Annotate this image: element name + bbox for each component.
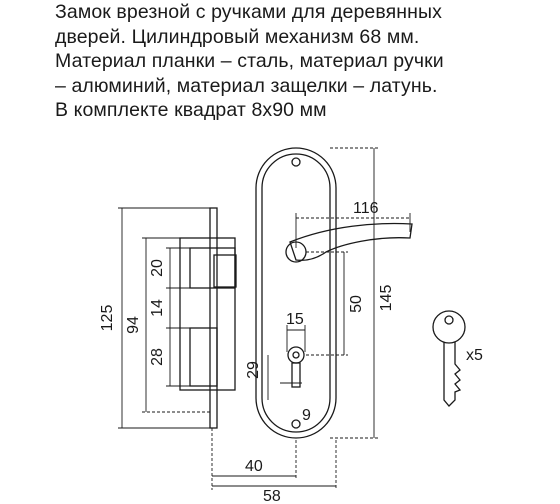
dim-plate-height: 145 (378, 285, 395, 312)
cylinder-icon (287, 346, 305, 364)
dim-body-height: 94 (125, 316, 142, 334)
description-line: дверей. Цилиндровый механизм 68 мм. (55, 25, 420, 48)
dim-bolt-height: 28 (149, 348, 166, 366)
dim-gap: 14 (149, 299, 166, 317)
latch (189, 247, 236, 289)
latch-spring (213, 254, 237, 288)
dim-backset: 40 (245, 458, 263, 475)
dim-total-depth: 58 (263, 488, 281, 504)
dim-total-height: 125 (99, 305, 116, 332)
dim-screw: 9 (302, 407, 311, 424)
bottom-screw-icon (291, 419, 301, 429)
cylinder-core (292, 351, 300, 359)
description-line: Материал планки – сталь, материал ручки (55, 50, 444, 73)
escutcheon-plate (255, 147, 337, 439)
lock-body (179, 237, 236, 391)
door-handle (289, 222, 413, 261)
product-description: Замок врезной с ручками для деревянных д… (55, 0, 555, 123)
description-line: – алюминий, материал защелки – латунь. (55, 74, 438, 97)
dim-spindle-to-cylinder: 50 (348, 295, 365, 313)
dim-lower-offset: 29 (245, 361, 262, 379)
dim-handle-length: 116 (353, 200, 379, 217)
cylinder-slot (291, 362, 301, 388)
description-line: Замок врезной с ручками для деревянных (55, 1, 442, 23)
dim-latch-height: 20 (149, 259, 166, 277)
dim-cylinder-width: 15 (286, 311, 304, 328)
front-plate (209, 207, 218, 429)
key-count-label: x5 (466, 347, 483, 364)
bolt (189, 327, 218, 387)
escutcheon-inner (261, 153, 331, 433)
key-icon (432, 310, 466, 407)
top-screw-icon (291, 157, 301, 167)
description-line: В комплекте квадрат 8х90 мм (55, 99, 327, 122)
